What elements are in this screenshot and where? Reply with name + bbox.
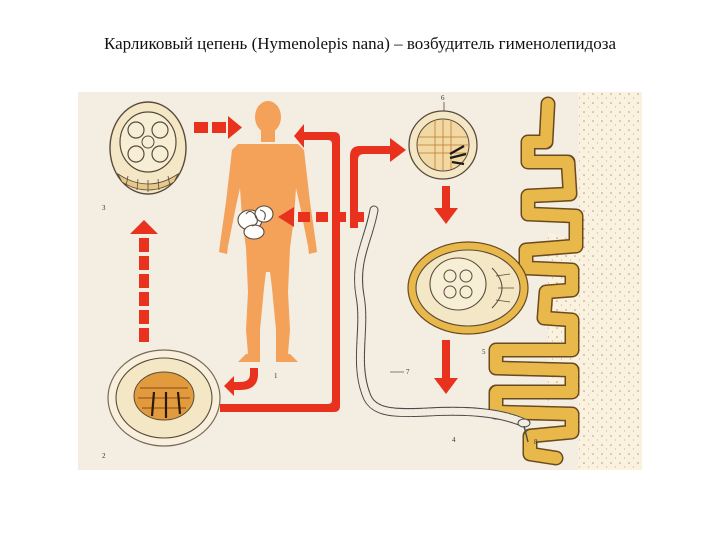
cysticercoid-larva <box>407 241 529 335</box>
lifecycle-figure: 3 2 1 6 7 5 4 8 <box>78 92 642 470</box>
egg-stage-3 <box>109 101 187 195</box>
intestinal-villi <box>488 96 584 466</box>
egg-stage-6 <box>408 102 478 180</box>
label-7: 7 <box>406 368 410 376</box>
label-2: 2 <box>102 452 106 460</box>
label-1: 1 <box>274 372 278 380</box>
page-title: Карликовый цепень (Hymenolepis nana) – в… <box>103 34 617 53</box>
label-3: 3 <box>102 204 106 212</box>
lifecycle-arrows <box>130 116 458 412</box>
label-6: 6 <box>441 94 445 102</box>
intestinal-mucosa <box>548 92 642 470</box>
label-4: 4 <box>452 436 456 444</box>
human-body <box>219 101 317 362</box>
egg-stage-2 <box>107 349 221 447</box>
label-5: 5 <box>482 348 486 356</box>
adult-tapeworm <box>354 205 531 443</box>
label-8: 8 <box>534 438 538 446</box>
body-intestine <box>237 205 274 240</box>
lifecycle-diagram: 3 2 1 6 7 5 4 8 <box>102 92 642 470</box>
